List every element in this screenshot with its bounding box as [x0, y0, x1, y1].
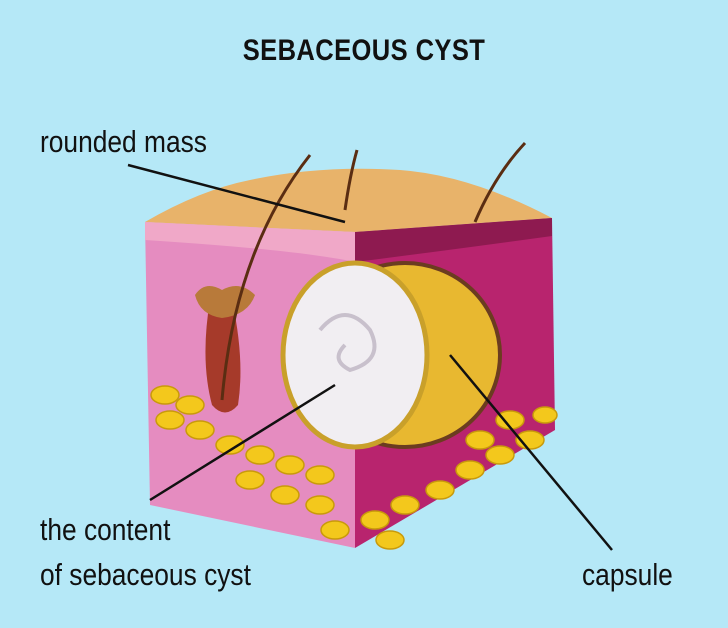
diagram-title: SEBACEOUS CYST: [242, 34, 486, 67]
hair: [343, 149, 359, 211]
epidermis-edge-right: [355, 218, 552, 262]
hair: [220, 154, 312, 401]
leader-line-capsule: [449, 354, 613, 551]
fat-layer: [150, 385, 558, 550]
label-capsule: capsule: [582, 557, 673, 592]
leader-line-content: [149, 383, 336, 502]
skin-surface: [145, 168, 552, 232]
leader-line-rounded-mass: [127, 163, 346, 224]
cyst-content: [280, 260, 430, 450]
hair: [473, 141, 527, 223]
epidermis-edge-left: [145, 222, 355, 262]
label-content-line2: of sebaceous cyst: [40, 557, 251, 592]
label-rounded-mass: rounded mass: [40, 124, 207, 159]
label-content-line1: the content: [40, 512, 171, 547]
cyst-swirl: [318, 313, 377, 373]
